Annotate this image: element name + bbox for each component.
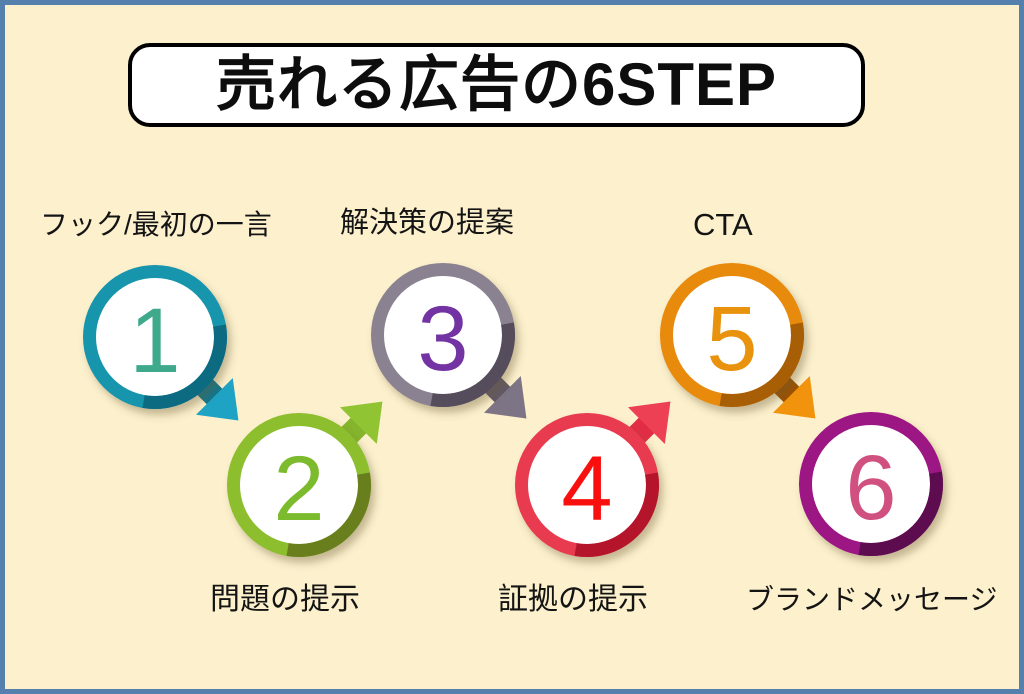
- step-number: 4: [561, 438, 612, 540]
- step-circle-1: 1: [35, 217, 275, 457]
- step-circle-4: 4: [467, 365, 707, 605]
- step-label-3: 解決策の提案: [340, 207, 515, 239]
- ring-shade: [719, 322, 804, 407]
- step-number: 1: [129, 290, 180, 392]
- step-label-2: 問題の提示: [210, 583, 360, 616]
- step-number: 2: [273, 438, 324, 540]
- ring-shade: [574, 472, 659, 557]
- step-number: 5: [706, 288, 757, 390]
- step-circle-3: 3: [323, 215, 563, 455]
- step-circle-6: 6: [751, 364, 991, 604]
- step-number: 3: [417, 288, 468, 390]
- title-box: 売れる広告の6STEP: [128, 43, 865, 127]
- step-label-6: ブランドメッセージ: [746, 584, 998, 615]
- step-number: 6: [845, 437, 896, 539]
- step-label-4: 証拠の提示: [498, 583, 648, 616]
- step-label-5: CTA: [693, 207, 753, 242]
- step-label-1: フック/最初の一言: [40, 209, 272, 240]
- ring-shade: [286, 472, 371, 557]
- page-title: 売れる広告の6STEP: [215, 51, 778, 118]
- step-circle-2: 2: [179, 365, 419, 605]
- step-circle-5: 5: [612, 215, 852, 455]
- ring-shade: [430, 322, 515, 407]
- ring-shade: [142, 324, 227, 409]
- ring-shade: [858, 471, 943, 556]
